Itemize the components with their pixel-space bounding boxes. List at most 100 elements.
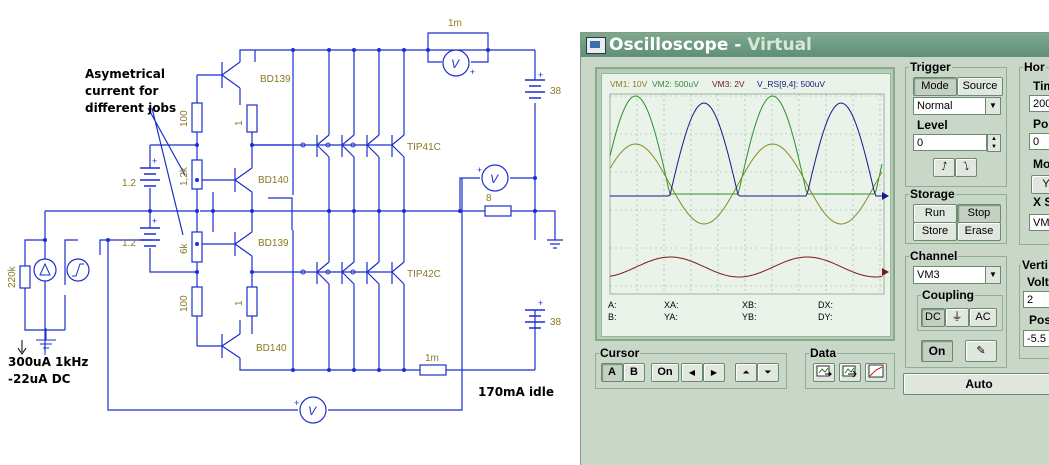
trigger-title: Trigger bbox=[909, 60, 952, 74]
horizontal-time-input[interactable]: 200 bbox=[1029, 95, 1049, 112]
label-bd139-low: BD139 bbox=[258, 238, 289, 249]
cursor-title: Cursor bbox=[599, 346, 641, 360]
label-r1-top: 1 bbox=[234, 120, 245, 126]
readout-dy: DY: bbox=[818, 312, 833, 322]
storage-stop-button[interactable]: Stop bbox=[957, 204, 1001, 223]
channel-vm2-label: VM2: 500uV bbox=[652, 79, 699, 89]
label-batt-38-b: 38 bbox=[550, 317, 562, 328]
horizontal-y-button[interactable]: Y bbox=[1031, 175, 1049, 194]
title-virtual: Virtual bbox=[747, 35, 812, 55]
trace-vm3 bbox=[609, 256, 883, 278]
scope-display-frame: VM1: 10V VM2: 500uV VM3: 2V V_RS[9,4]: 5… bbox=[595, 67, 895, 341]
storage-erase-button[interactable]: Erase bbox=[957, 222, 1001, 241]
vertical-position-input[interactable]: -5.5 bbox=[1023, 330, 1049, 347]
plus-sign: + bbox=[294, 398, 299, 408]
plus-sign: + bbox=[477, 165, 482, 175]
title-bar[interactable]: Oscilloscope - Virtual bbox=[581, 33, 1049, 57]
voltmeter-top-glyph: V bbox=[451, 57, 460, 71]
readout-ya: YA: bbox=[664, 312, 678, 322]
channel-select[interactable]: VM3▼ bbox=[913, 266, 1001, 284]
label-batt-38-a: 38 bbox=[550, 86, 562, 97]
data-group bbox=[805, 353, 895, 389]
note-source-2: -22uA DC bbox=[8, 372, 71, 386]
channel-vm3-label: VM3: 2V bbox=[712, 79, 745, 89]
cursor-down-icon[interactable]: ⏷ bbox=[757, 363, 779, 382]
label-r1m-top: 1m bbox=[448, 18, 462, 29]
readout-yb: YB: bbox=[742, 312, 757, 322]
horizontal-position-input[interactable]: 0 bbox=[1029, 133, 1049, 150]
cursor-group bbox=[595, 353, 787, 389]
trigger-mode-value: Normal bbox=[917, 100, 953, 112]
scope-screen: VM1: 10V VM2: 500uV VM3: 2V V_RS[9,4]: 5… bbox=[601, 73, 891, 337]
coupling-ground-button[interactable]: ⏚ bbox=[945, 308, 969, 327]
horizontal-mode-label: Mo bbox=[1033, 157, 1049, 171]
channel-on-button[interactable]: On bbox=[921, 340, 953, 362]
label-r100-bot: 100 bbox=[179, 295, 190, 312]
storage-store-button[interactable]: Store bbox=[913, 222, 957, 241]
storage-group bbox=[905, 194, 1007, 244]
plus-sign: + bbox=[152, 216, 157, 226]
horizontal-xsource-input[interactable]: VM bbox=[1029, 214, 1049, 231]
note-source-1: 300uA 1kHz bbox=[8, 355, 88, 369]
data-export-icon[interactable] bbox=[839, 363, 861, 382]
label-bd140-bot: BD140 bbox=[256, 343, 287, 354]
label-tip41c: TIP41C bbox=[407, 142, 441, 153]
note-idle: 170mA idle bbox=[478, 385, 554, 399]
cursor-right-icon[interactable]: ▶ bbox=[703, 363, 725, 382]
trigger-source-button[interactable]: Source bbox=[957, 77, 1003, 96]
storage-title: Storage bbox=[909, 187, 956, 201]
cursor-on-button[interactable]: On bbox=[651, 363, 679, 382]
plus-sign: + bbox=[152, 156, 157, 166]
vertical-volt-label: Volt bbox=[1027, 275, 1049, 289]
note-asymmetric-1: Asymetrical bbox=[85, 67, 165, 81]
title-main: Oscilloscope - bbox=[609, 35, 742, 55]
channel-vrs-label: V_RS[9,4]: 500uV bbox=[757, 79, 825, 89]
vertical-title: Verti bbox=[1021, 258, 1049, 272]
amplifier-schematic: BD139 BD140 BD139 BD140 TIP41C TIP42C 10… bbox=[7, 18, 563, 424]
storage-run-button[interactable]: Run bbox=[913, 204, 957, 223]
label-r100-top: 100 bbox=[179, 110, 190, 127]
plus-sign: + bbox=[538, 298, 543, 308]
cursor-a-button[interactable]: A bbox=[601, 363, 623, 382]
trigger-level-input[interactable]: 0 bbox=[913, 134, 987, 151]
trigger-falling-edge-icon[interactable]: ⭝ bbox=[955, 158, 977, 177]
probe-pen-icon[interactable]: ✎ bbox=[965, 340, 997, 362]
horizontal-title: Hor bbox=[1023, 60, 1046, 74]
trigger-rising-edge-icon[interactable]: ⭜ bbox=[933, 158, 955, 177]
vertical-volt-input[interactable]: 2 bbox=[1023, 291, 1049, 308]
label-r8: 8 bbox=[486, 193, 492, 204]
voltmeter-out-glyph: V bbox=[490, 172, 499, 186]
label-batt-1v2-a: 1.2 bbox=[122, 178, 136, 189]
horizontal-xsource-label: X S bbox=[1033, 195, 1049, 209]
voltmeter-bot-glyph: V bbox=[308, 404, 317, 418]
cursor-left-icon[interactable]: ◀ bbox=[681, 363, 703, 382]
readout-dx: DX: bbox=[818, 300, 833, 310]
channel-vm1-label: VM1: 10V bbox=[610, 79, 648, 89]
trigger-level-label: Level bbox=[917, 118, 948, 132]
chevron-down-icon: ▼ bbox=[985, 267, 1000, 283]
trigger-mode-button[interactable]: Mode bbox=[913, 77, 957, 96]
label-r1m-bot: 1m bbox=[425, 353, 439, 364]
cursor-b-button[interactable]: B bbox=[623, 363, 645, 382]
data-chart-icon[interactable] bbox=[865, 363, 887, 382]
oscilloscope-window: Oscilloscope - Virtual VM1: 10V VM2: 500… bbox=[580, 32, 1049, 465]
coupling-dc-button[interactable]: DC bbox=[921, 308, 945, 327]
note-asymmetric-3: different jobs bbox=[85, 101, 176, 115]
trigger-mode-select[interactable]: Normal ▼ bbox=[913, 97, 1001, 115]
cursor-up-icon[interactable]: ⏶ bbox=[735, 363, 757, 382]
label-r1-bot: 1 bbox=[234, 300, 245, 306]
trace-vm1 bbox=[609, 143, 883, 225]
vertical-position-label: Pos bbox=[1029, 313, 1049, 327]
horizontal-position-label: Po bbox=[1033, 117, 1049, 131]
trigger-level-spinner[interactable]: ▲▼ bbox=[987, 134, 1001, 152]
coupling-ac-button[interactable]: AC bbox=[969, 308, 997, 327]
trigger-group bbox=[905, 67, 1007, 187]
data-import-icon[interactable] bbox=[813, 363, 835, 382]
channel-title: Channel bbox=[909, 249, 959, 263]
chevron-down-icon: ▼ bbox=[985, 98, 1000, 114]
auto-button[interactable]: Auto bbox=[903, 373, 1049, 395]
label-r12k: 1,2k bbox=[179, 166, 190, 186]
scope-traces: VM1: 10V VM2: 500uV VM3: 2V V_RS[9,4]: 5… bbox=[608, 79, 889, 322]
plus-sign: + bbox=[538, 70, 543, 80]
label-tip42c: TIP42C bbox=[407, 269, 441, 280]
